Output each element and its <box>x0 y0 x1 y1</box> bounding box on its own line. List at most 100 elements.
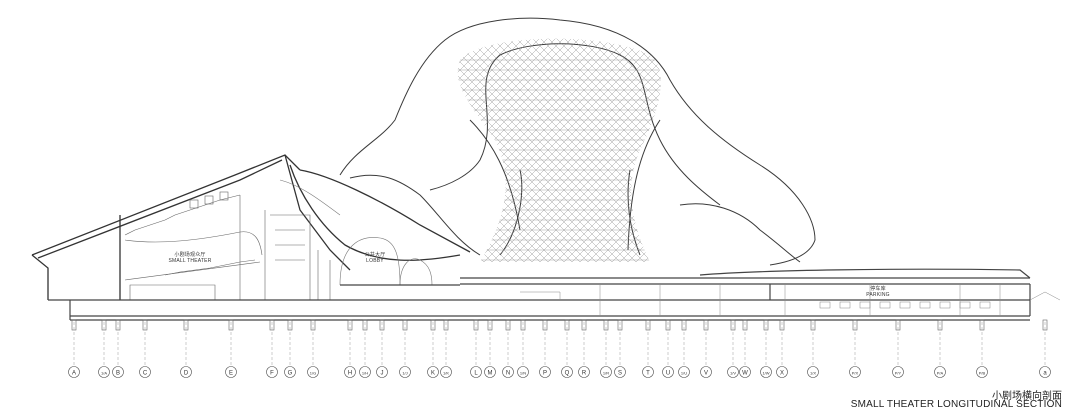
grid-bubble-label: 1/K <box>443 371 449 376</box>
grid-bubble: 1/N <box>517 366 529 378</box>
grid-bubble-circle <box>344 366 356 378</box>
grid-bubble-label: 1/V <box>730 371 736 376</box>
grid-bubble-label: 1/X <box>810 371 816 376</box>
mesh-strut <box>635 38 661 263</box>
mesh-strut <box>668 30 908 270</box>
grid-bubble-label: B <box>116 371 120 377</box>
mesh-strut <box>700 30 940 270</box>
mesh-strut <box>643 38 661 263</box>
mesh-strut <box>659 38 661 263</box>
grid-bubble-circle <box>68 366 80 378</box>
small-theater-label-en: SMALL THEATER <box>168 258 212 264</box>
grid-bubble: F <box>266 366 278 378</box>
grid-bubble-circle <box>112 366 124 378</box>
small-theater-label: 小剧场观众厅 SMALL THEATER <box>160 252 220 264</box>
mesh-strut <box>627 38 661 263</box>
grid-bubble-label: 1/W <box>762 371 769 376</box>
grid-bubble-circle <box>470 366 482 378</box>
grid-bubble-label: P/X <box>852 371 859 376</box>
grid-bubble-circle <box>539 366 551 378</box>
parking-label-en: PARKING <box>866 292 890 298</box>
grid-bubble-circle <box>662 366 674 378</box>
grid-bubble-circle <box>976 366 988 378</box>
grid-bubble-circle <box>776 366 788 378</box>
mesh-strut <box>668 30 908 270</box>
grid-bubble-label: Q <box>565 371 570 377</box>
drawing-title-en: SMALL THEATER LONGITUDINAL SECTION <box>850 399 1062 410</box>
grid-bubble: a <box>1039 366 1051 378</box>
mesh-strut <box>140 30 380 270</box>
grid-bubble-circle <box>225 366 237 378</box>
grid-bubble-circle <box>561 366 573 378</box>
grid-bubble-label: P/A <box>937 371 944 376</box>
grid-bubble-label: T <box>646 371 650 377</box>
mesh-strut <box>457 38 477 263</box>
grid-bubble-circle <box>359 366 371 378</box>
grid-bubble-circle <box>307 366 319 378</box>
grid-bubble-label: D <box>184 371 189 377</box>
mesh-strut <box>164 30 404 270</box>
grid-lines <box>73 322 1046 366</box>
grid-bubble-label: X <box>780 371 784 377</box>
lobby-arches <box>279 179 433 286</box>
mesh-strut <box>692 30 932 270</box>
grid-bubble: P <box>539 366 551 378</box>
grid-bubble-circle <box>727 366 739 378</box>
mesh-strut <box>457 38 493 263</box>
grid-bubble: 1/U <box>678 366 690 378</box>
mesh-strut <box>457 38 485 263</box>
grid-bubble: 1/A <box>98 366 110 378</box>
grid-bubble-label: R <box>582 371 587 377</box>
mesh-strut <box>180 30 420 270</box>
mesh-strut <box>627 38 661 263</box>
grid-bubble-circle <box>399 366 411 378</box>
mesh-strut <box>140 30 380 270</box>
mesh-strut <box>457 38 493 263</box>
grid-bubble-label: V <box>704 371 708 377</box>
mesh-strut <box>196 30 436 270</box>
grid-bubble-label: E <box>229 371 233 377</box>
grid-bubble: T <box>642 366 654 378</box>
grid-bubble-circle <box>266 366 278 378</box>
mesh-strut <box>156 30 396 270</box>
grid-bubble-label: 1/U <box>681 371 687 376</box>
mesh-strut <box>748 30 988 270</box>
grid-bubble-circle <box>614 366 626 378</box>
mesh-strut <box>148 30 388 270</box>
mesh-strut <box>732 30 972 270</box>
mesh-strut <box>457 38 461 263</box>
grid-bubble-circle <box>578 366 590 378</box>
grid-bubble: 1/W <box>760 366 772 378</box>
mesh-strut <box>611 38 661 263</box>
grid-bubble-circle <box>98 366 110 378</box>
grid-bubble: R <box>578 366 590 378</box>
mesh-strut <box>716 30 956 270</box>
mesh-strut <box>172 30 412 270</box>
grid-bubble-label: W <box>742 371 748 377</box>
grid-bubble-label: P <box>543 371 547 377</box>
mesh-strut <box>457 38 469 263</box>
lobby-label: 公共大厅 LOBBY <box>355 252 395 264</box>
mesh-strut <box>756 30 996 270</box>
grid-bubble-circle <box>517 366 529 378</box>
mesh-strut <box>708 30 948 270</box>
grid-bubble-label: J <box>381 371 384 377</box>
grid-bubble: L <box>470 366 482 378</box>
grid-bubble-circle <box>678 366 690 378</box>
grid-bubble-label: 1/A <box>101 371 107 376</box>
grid-bubble-label: P/B <box>979 371 986 376</box>
mesh-strut <box>772 30 1012 270</box>
grid-bubble: 1/H <box>359 366 371 378</box>
grid-bubble-label: L <box>474 371 478 377</box>
grid-bubble: A <box>68 366 80 378</box>
grid-bubble: C <box>139 366 151 378</box>
mesh-strut <box>619 38 661 263</box>
grid-bubble-label: 1/J <box>402 371 407 376</box>
grid-bubble: P/A <box>934 366 946 378</box>
mesh-strut <box>148 30 388 270</box>
grid-bubble-circle <box>760 366 772 378</box>
grid-bubble: V <box>700 366 712 378</box>
grid-bubble-label: P/Y <box>895 371 902 376</box>
grid-bubble-circle <box>484 366 496 378</box>
